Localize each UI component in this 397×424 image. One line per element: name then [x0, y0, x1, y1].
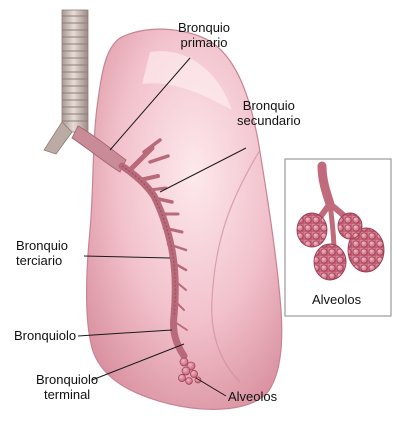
label-tertiary-bronchus: Bronquio terciario — [16, 238, 68, 268]
label-primary-bronchus: Bronquio primario — [178, 20, 230, 50]
label-primary-line1: Bronquio — [178, 20, 230, 35]
label-terminal-bronchiole: Bronquiolo terminal — [36, 372, 98, 402]
label-secondary-bronchus: Bronquio secundario — [237, 98, 301, 128]
label-alveoli-inset: Alveolos — [312, 292, 361, 307]
label-terminal-line1: Bronquiolo — [36, 372, 98, 387]
label-tertiary-line1: Bronquio — [16, 238, 68, 253]
label-terminal-line2: terminal — [36, 387, 98, 402]
label-secondary-line1: Bronquio — [237, 98, 301, 113]
label-secondary-line2: secundario — [237, 113, 301, 128]
label-bronchiole: Bronquiolo — [14, 328, 76, 343]
label-tertiary-line2: terciario — [16, 253, 68, 268]
label-primary-line2: primario — [178, 35, 230, 50]
label-alveoli: Alveolos — [228, 389, 277, 404]
